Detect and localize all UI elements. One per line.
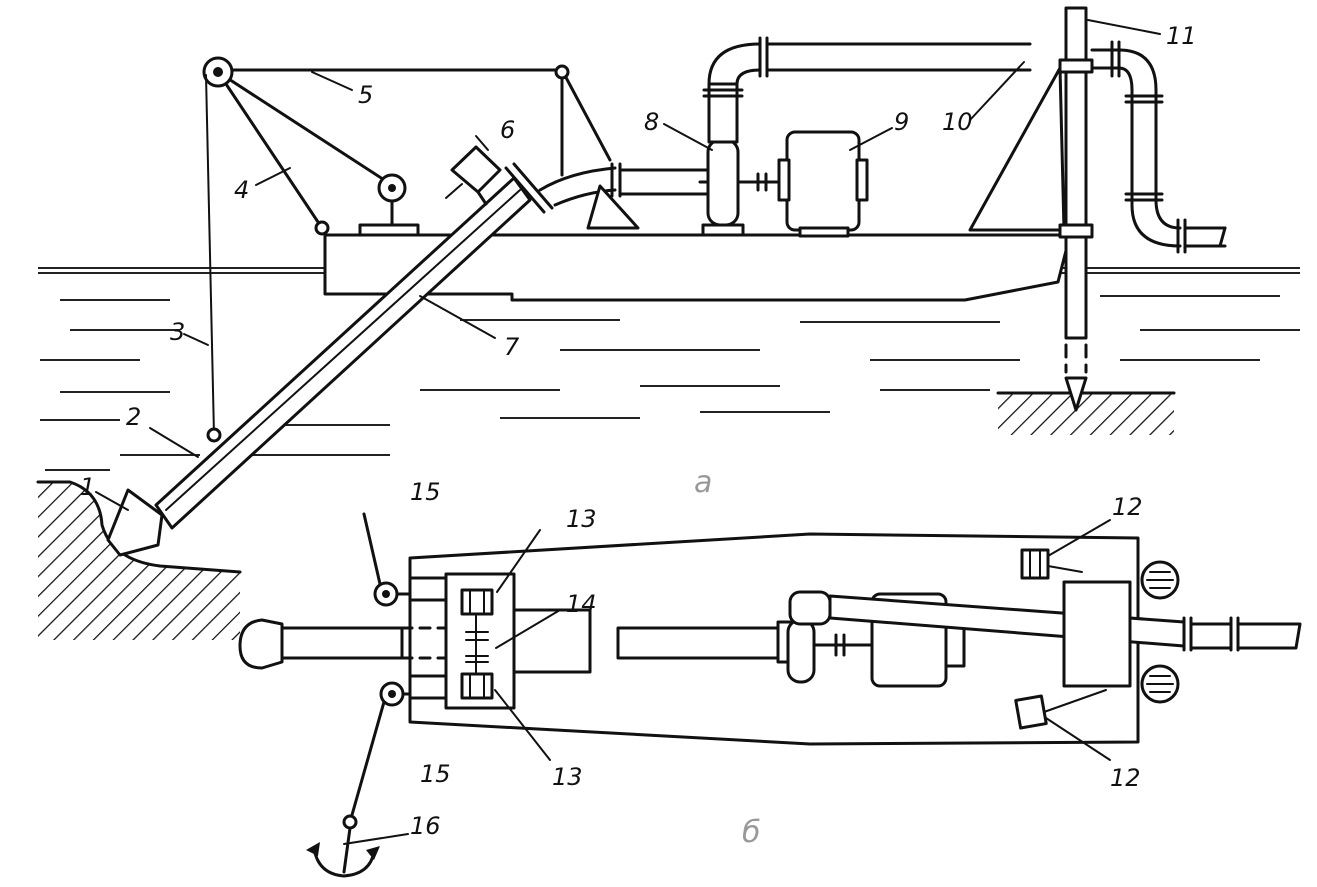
plan-suction-pipe (280, 626, 404, 660)
plan-spud-frame (1062, 580, 1132, 688)
label-12-bottom: 12 (1110, 764, 1141, 792)
label-8: 8 (644, 108, 659, 136)
plan-spud-winches (1014, 548, 1107, 730)
hoist-rope (205, 74, 215, 436)
label-15-bottom: 15 (420, 760, 451, 788)
discharge-hose (538, 166, 617, 192)
leaders-b (343, 519, 1111, 845)
anchor (306, 826, 380, 878)
label-15-top: 15 (410, 478, 441, 506)
spud-pile (1058, 6, 1094, 412)
seabed-right (998, 393, 1174, 435)
suction-pipe (154, 162, 554, 530)
swing-wire-bottom (348, 700, 386, 824)
seabed-left (38, 482, 240, 640)
label-4: 4 (234, 176, 249, 204)
label-6: 6 (500, 116, 515, 144)
label-11: 11 (1166, 22, 1197, 50)
dredge-pump (698, 138, 745, 237)
label-13-top: 13 (566, 505, 597, 533)
seabed-left-outline (36, 480, 242, 574)
plan-pump (776, 590, 874, 684)
label-12-top: 12 (1112, 493, 1143, 521)
side-view: 1 2 3 4 5 6 7 8 9 10 11 а (36, 6, 1300, 640)
label-2: 2 (126, 403, 141, 431)
label-9: 9 (894, 108, 909, 136)
pump-motor (777, 130, 869, 238)
a-frame (202, 56, 612, 236)
label-16: 16 (410, 812, 441, 840)
leaders-a (95, 19, 1161, 511)
label-13-bottom: 13 (552, 763, 583, 791)
caption-b: б (742, 815, 761, 850)
label-5: 5 (358, 81, 373, 109)
swing-wire-top (362, 512, 382, 586)
spud-frame (968, 66, 1066, 232)
label-1: 1 (80, 473, 95, 501)
cutter-head (106, 488, 164, 557)
label-7: 7 (504, 333, 520, 361)
pipe-support (586, 184, 640, 230)
plan-view: 12 12 13 13 14 15 15 16 б (238, 478, 1302, 878)
ladder-motor (445, 145, 502, 206)
winch-base (358, 223, 420, 237)
label-3: 3 (170, 318, 185, 346)
plan-winches (460, 588, 494, 700)
winch (377, 173, 407, 227)
label-10: 10 (942, 108, 973, 136)
label-14: 14 (566, 590, 597, 618)
outlet-pipe (1090, 40, 1227, 254)
plan-spuds (1140, 560, 1180, 704)
caption-a: а (694, 465, 712, 500)
plan-cutter-head (238, 618, 284, 670)
plan-main-pipe (616, 626, 780, 660)
